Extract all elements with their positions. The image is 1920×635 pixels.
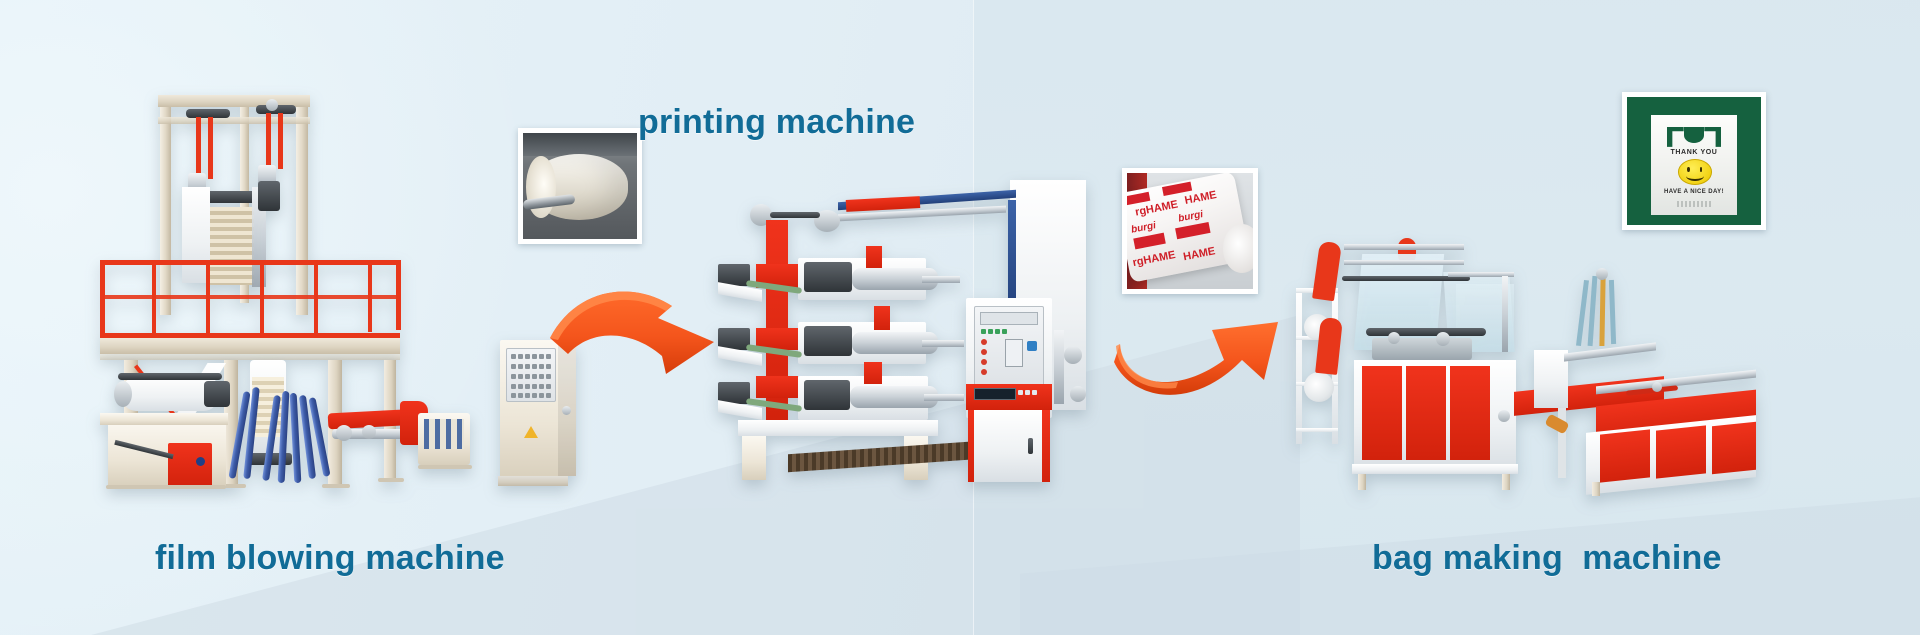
inset-finished-bag: THANK YOU HAVE A NICE DAY!	[1622, 92, 1766, 230]
film-blowing-machine	[100, 95, 520, 495]
warning-triangle-icon	[524, 426, 538, 438]
bag-making-machine	[1296, 232, 1756, 500]
smiley-face-icon	[1677, 158, 1713, 185]
bag-have-a-nice-day-text: HAVE A NICE DAY!	[1664, 188, 1724, 195]
arrow-film-to-printing	[550, 291, 714, 374]
label-film-blowing-machine: film blowing machine	[155, 539, 505, 577]
film-line-control-cabinet	[498, 340, 580, 490]
label-bag-making-machine: bag making machine	[1372, 539, 1722, 577]
bag-thank-you-text: THANK YOU	[1670, 148, 1718, 156]
inset-film-roll	[518, 128, 642, 244]
printing-machine	[718, 180, 1118, 500]
label-printing-machine: printing machine	[638, 103, 916, 141]
inset-printed-film: rgHAME HAME burgi burgi rgHAME HAME	[1122, 168, 1258, 294]
arrow-printing-to-bagmaking	[1114, 322, 1278, 395]
